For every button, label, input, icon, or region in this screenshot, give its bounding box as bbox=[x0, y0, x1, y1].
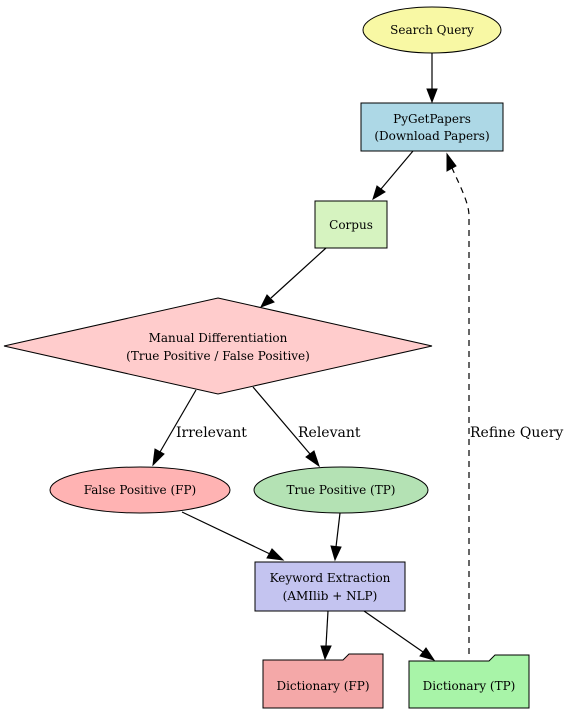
node-dictionary-fp: Dictionary (FP) bbox=[262, 653, 384, 709]
edge-false-positive-to-keyword bbox=[181, 511, 285, 561]
corpus-box bbox=[314, 200, 388, 249]
manual-differentiation-title: Manual Differentiation bbox=[149, 331, 288, 345]
manual-differentiation-subtitle: (True Positive / False Positive) bbox=[126, 349, 310, 363]
node-corpus: Corpus bbox=[314, 200, 388, 249]
corpus-label: Corpus bbox=[329, 218, 373, 232]
edge-keyword-to-dictionary-fp bbox=[320, 610, 332, 661]
edge-label-refine-query: Refine Query bbox=[470, 425, 563, 441]
node-keyword-extraction: Keyword Extraction (AMIlib + NLP) bbox=[254, 561, 406, 612]
node-dictionary-tp: Dictionary (TP) bbox=[408, 654, 530, 709]
node-true-positive: True Positive (TP) bbox=[253, 466, 429, 514]
edge-corpus-to-manual bbox=[259, 247, 327, 308]
dictionary-tp-label: Dictionary (TP) bbox=[423, 679, 516, 693]
false-positive-ellipse bbox=[49, 466, 231, 514]
keyword-extraction-subtitle: (AMIlib + NLP) bbox=[283, 589, 378, 603]
edge-keyword-to-dictionary-tp bbox=[363, 610, 436, 661]
pygetpapers-subtitle: (Download Papers) bbox=[374, 129, 489, 143]
edge-search-to-pygetpapers bbox=[426, 53, 438, 104]
edge-pygetpapers-to-corpus bbox=[372, 150, 414, 201]
search-query-ellipse bbox=[362, 6, 502, 54]
node-search-query: Search Query bbox=[362, 6, 502, 54]
edge-manual-to-false-positive bbox=[152, 389, 197, 467]
search-query-label: Search Query bbox=[390, 23, 474, 37]
edge-true-positive-to-keyword bbox=[330, 512, 342, 562]
pygetpapers-box bbox=[360, 102, 504, 152]
true-positive-ellipse bbox=[253, 466, 429, 514]
edge-label-irrelevant: Irrelevant bbox=[176, 425, 247, 441]
manual-differentiation-diamond bbox=[3, 297, 433, 395]
edge-manual-to-true-positive bbox=[252, 386, 320, 468]
false-positive-label: False Positive (FP) bbox=[84, 483, 197, 497]
node-manual-differentiation: Manual Differentiation (True Positive / … bbox=[3, 297, 433, 395]
edge-refine-query bbox=[446, 152, 470, 654]
pygetpapers-title: PyGetPapers bbox=[393, 112, 471, 126]
dictionary-fp-label: Dictionary (FP) bbox=[276, 679, 369, 693]
node-false-positive: False Positive (FP) bbox=[49, 466, 231, 514]
keyword-extraction-box bbox=[254, 561, 406, 612]
node-pygetpapers: PyGetPapers (Download Papers) bbox=[360, 102, 504, 152]
dictionary-fp-folder-icon bbox=[262, 653, 384, 709]
keyword-extraction-title: Keyword Extraction bbox=[270, 571, 391, 585]
edge-label-relevant: Relevant bbox=[298, 425, 361, 441]
true-positive-label: True Positive (TP) bbox=[287, 483, 396, 497]
dictionary-tp-folder-icon bbox=[408, 654, 530, 709]
